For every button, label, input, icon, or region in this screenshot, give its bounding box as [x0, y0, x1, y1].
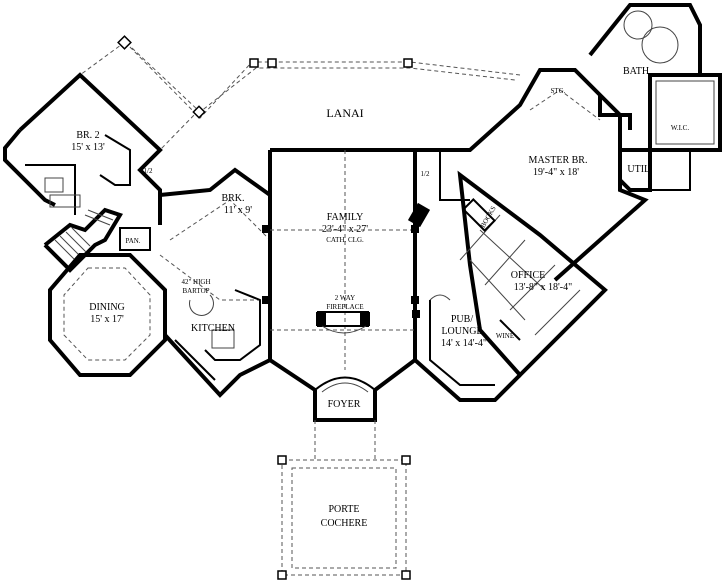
lanai-post — [267, 58, 277, 68]
kitchen-label: KITCHEN — [191, 323, 235, 334]
wic-label: W.I.C. — [671, 124, 689, 132]
pub-label: PUB/ — [451, 314, 473, 325]
lanai-outline — [79, 35, 521, 151]
porte-cochere — [277, 420, 411, 580]
family-note: CATH. CLG. — [326, 236, 364, 244]
lanai-label: LANAI — [326, 106, 363, 120]
cochere-post — [401, 570, 411, 580]
lanai-post — [249, 58, 259, 68]
master-label: MASTER BR. — [529, 155, 588, 166]
brk-label: BRK. — [221, 193, 244, 204]
pantry-label: PAN. — [125, 237, 140, 245]
stair-area — [43, 207, 123, 273]
cochere-post — [277, 455, 287, 465]
column — [262, 296, 270, 304]
cochere-post — [277, 570, 287, 580]
dining-room — [48, 253, 167, 377]
fireplace — [316, 311, 370, 334]
family-size: 23'-4" x 27' — [322, 224, 368, 235]
office — [457, 170, 608, 378]
brk-size: 11' x 9' — [224, 205, 252, 216]
bartop-curve — [189, 294, 214, 316]
master-size: 19'-4" x 18' — [533, 167, 579, 178]
toilet-fixture — [44, 177, 64, 193]
column — [411, 225, 419, 233]
dining-size: 15' x 17' — [90, 314, 124, 325]
lanai-post — [192, 105, 206, 119]
cochere-post — [401, 455, 411, 465]
office-label: OFFICE — [511, 270, 545, 281]
br2-label: BR. 2 — [76, 130, 99, 141]
pantry — [119, 227, 151, 251]
porte-label: PORTE — [328, 504, 359, 515]
kitchen-breakfast — [159, 150, 272, 398]
dining-label: DINING — [89, 302, 125, 313]
vanity-fixture — [49, 194, 81, 208]
stg-label: STG. — [551, 87, 566, 95]
br2-size: 15' x 13' — [71, 142, 105, 153]
fireplace-line1: 2 WAY — [335, 294, 355, 302]
cochere-label: COCHERE — [321, 518, 368, 529]
lounge-label: LOUNGE — [441, 326, 482, 337]
bath-label: BATH — [623, 66, 649, 77]
bath-suite — [588, 3, 722, 192]
fireplace-line2: FIREPLACE — [326, 303, 363, 311]
kitchen-island — [211, 329, 235, 349]
column — [262, 225, 270, 233]
half-bath-left-label: 1/2 — [144, 167, 153, 175]
foyer — [313, 376, 377, 422]
tub-fixture — [623, 10, 653, 40]
office-size: 13'-8" x 18'-4" — [514, 282, 572, 293]
bookshelf — [462, 198, 496, 232]
column — [411, 296, 419, 304]
corner-column — [407, 202, 431, 228]
foyer-label: FOYER — [328, 399, 361, 410]
pub-size: 14' x 14'-4" — [441, 338, 487, 349]
column — [412, 310, 420, 318]
family-label: FAMILY — [327, 212, 364, 223]
pub-lounge — [412, 294, 522, 402]
lanai-post — [117, 35, 132, 50]
bedroom-2 — [3, 72, 163, 225]
tub-fixture — [641, 26, 679, 64]
util-label: UTIL. — [627, 164, 652, 175]
bartop-line2: BARTOP — [182, 287, 209, 295]
half-bath-right-label: 1/2 — [421, 170, 430, 178]
wine-label: WINE — [496, 332, 514, 340]
lanai-post — [403, 58, 413, 68]
bartop-line1: 42" HIGH — [181, 278, 210, 286]
master-bedroom — [407, 68, 649, 282]
family-room — [262, 148, 419, 392]
